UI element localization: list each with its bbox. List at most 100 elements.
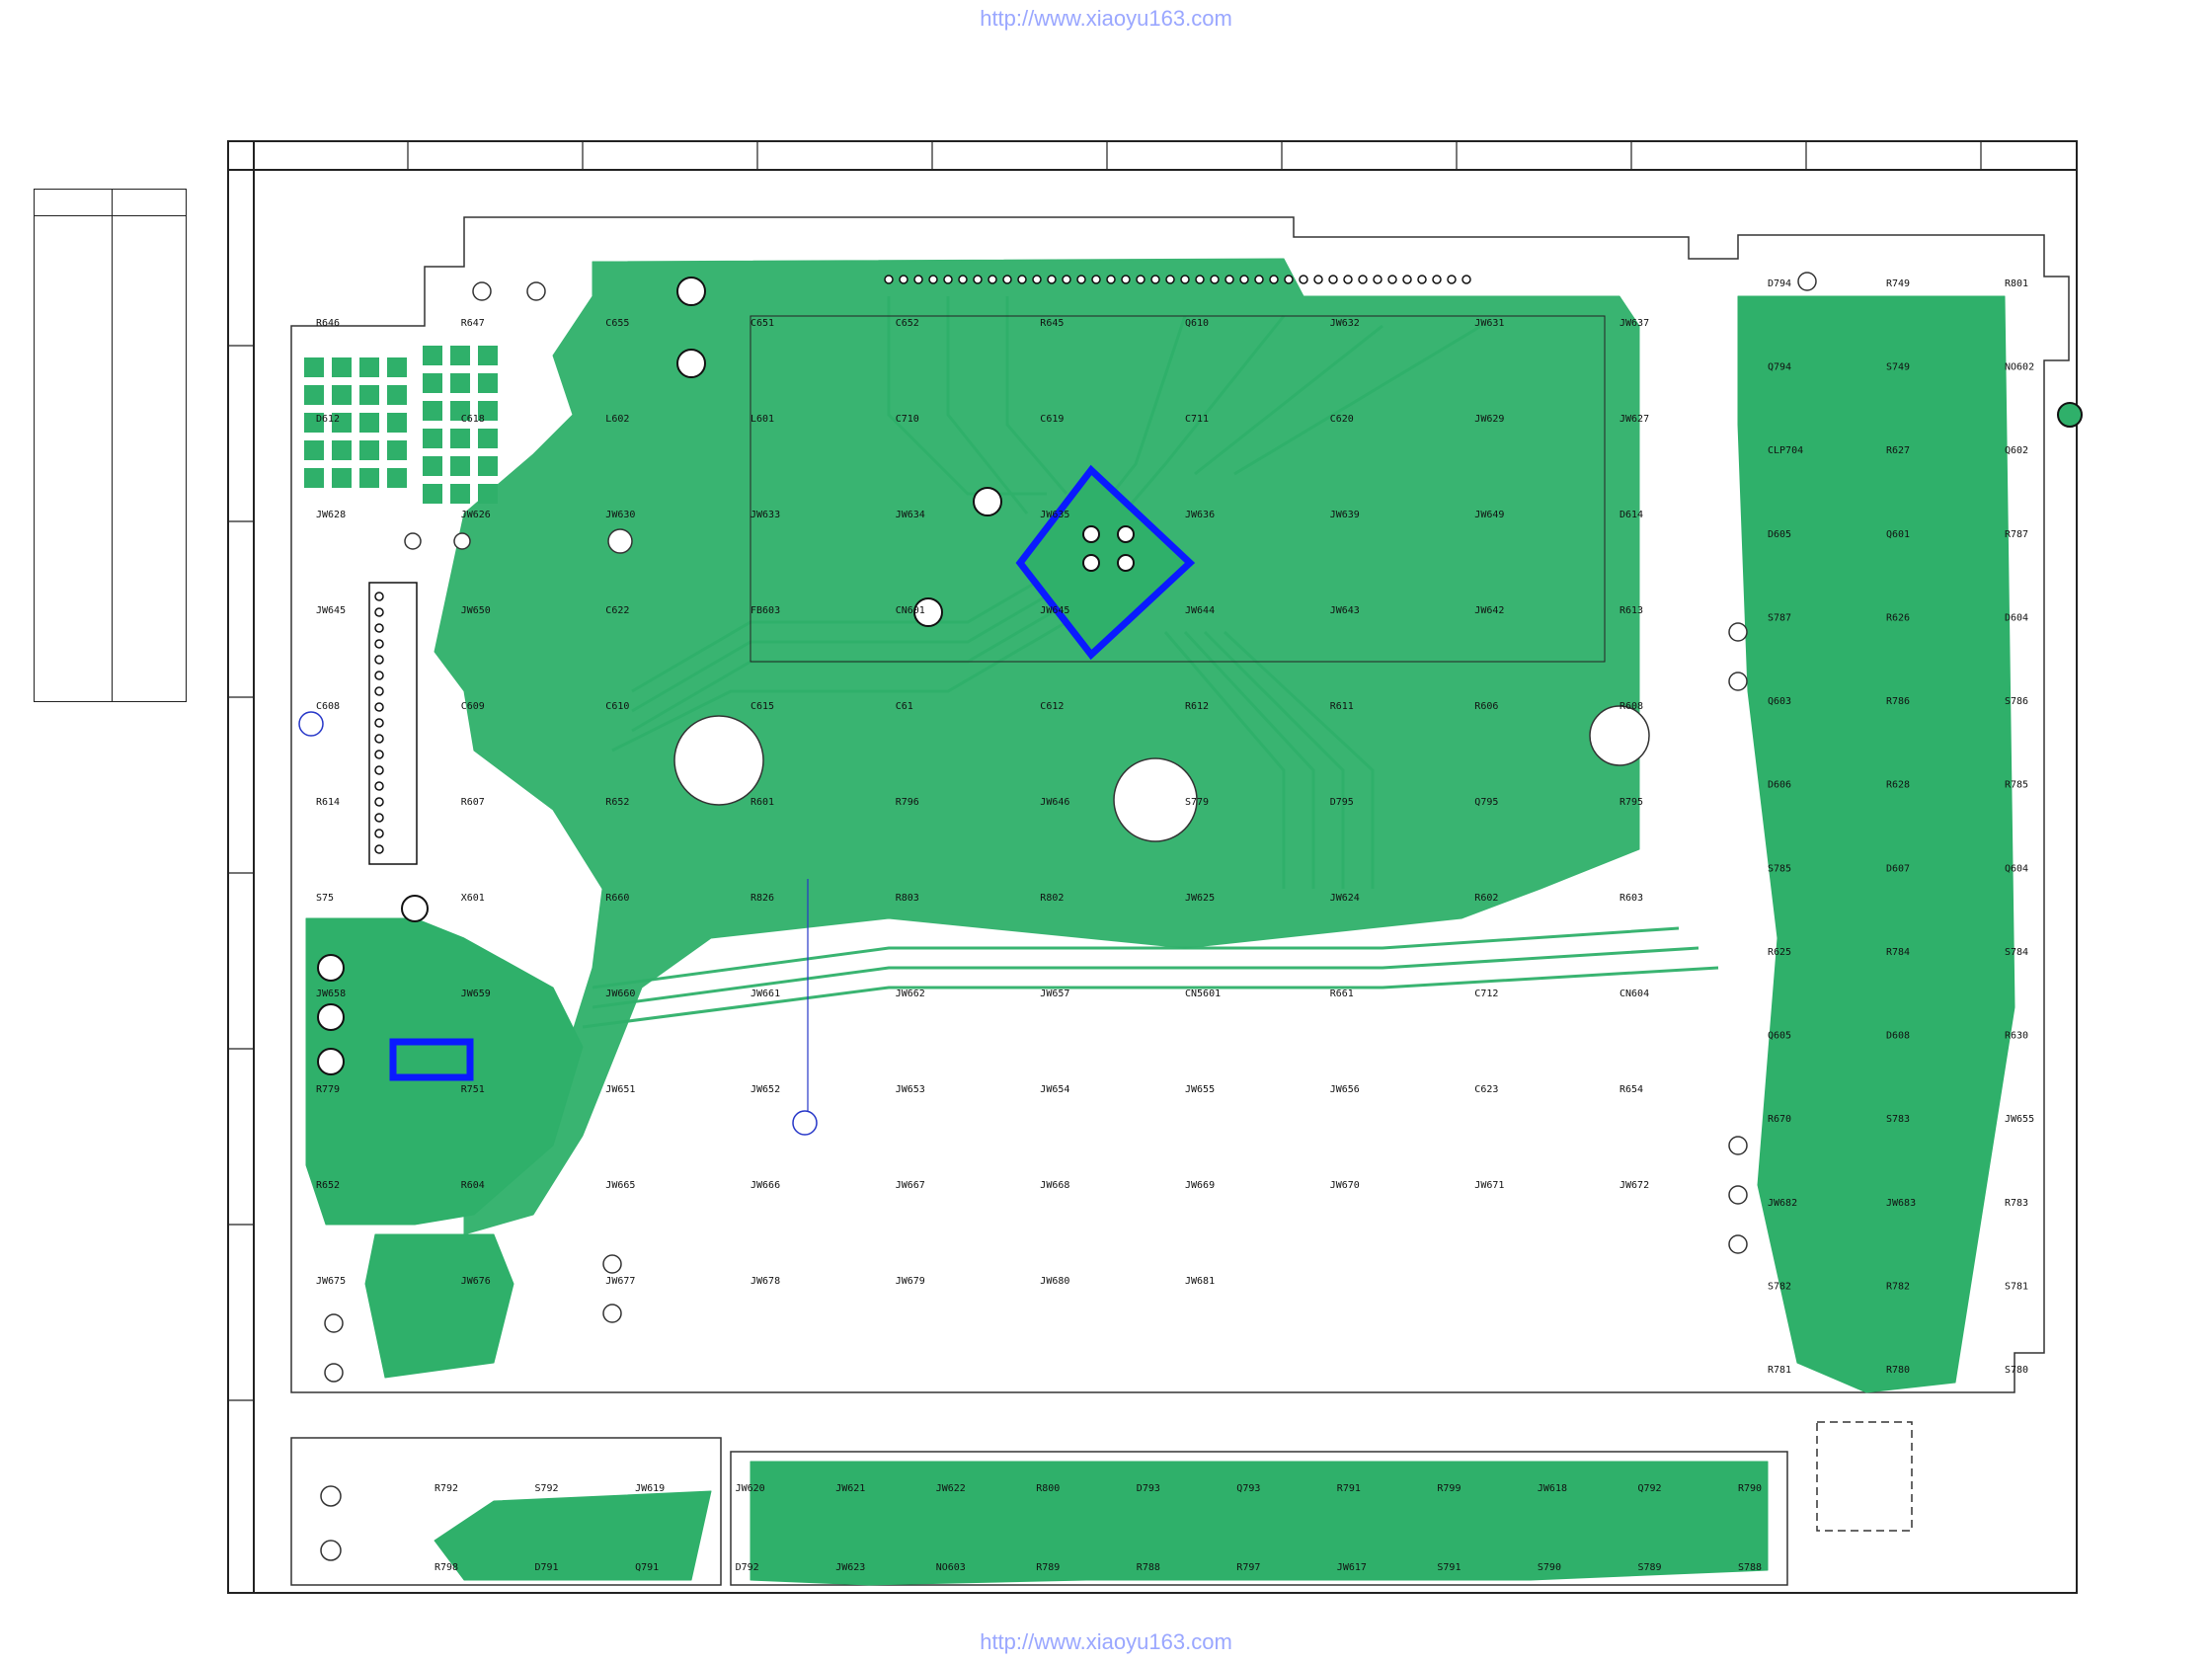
component-label: R661 <box>1330 989 1354 999</box>
component-label: JW651 <box>605 1084 635 1095</box>
component-label: D605 <box>1768 529 1791 540</box>
component-label: Q793 <box>1236 1483 1260 1494</box>
component-label: FB603 <box>750 605 780 616</box>
component-label: JW655 <box>2005 1114 2034 1125</box>
component-label: R611 <box>1330 701 1354 712</box>
component-label: S787 <box>1768 613 1791 624</box>
component-label: S781 <box>2005 1281 2028 1292</box>
component-label: R789 <box>1036 1562 1060 1573</box>
component-label: D792 <box>736 1562 759 1573</box>
component-label: R608 <box>1620 701 1643 712</box>
component-label: S784 <box>2005 947 2028 958</box>
component-label: JW645 <box>1040 605 1069 616</box>
component-label: R798 <box>434 1562 458 1573</box>
component-label: JW678 <box>750 1276 780 1287</box>
component-label: R660 <box>605 893 629 904</box>
component-label: D794 <box>1768 278 1791 289</box>
component-label: JW636 <box>1185 510 1215 520</box>
component-label: C652 <box>896 318 919 329</box>
component-label: R784 <box>1886 947 1910 958</box>
component-label: JW622 <box>936 1483 966 1494</box>
component-label: JW633 <box>750 510 780 520</box>
component-label: JW682 <box>1768 1198 1797 1209</box>
component-label: R786 <box>1886 696 1910 707</box>
component-label: JW637 <box>1620 318 1649 329</box>
component-label: R647 <box>461 318 485 329</box>
header-url[interactable]: http://www.xiaoyu163.com <box>980 6 1232 31</box>
component-label: R627 <box>1886 445 1910 456</box>
component-label: X601 <box>461 893 485 904</box>
component-label: R826 <box>750 893 774 904</box>
component-label: R670 <box>1768 1114 1791 1125</box>
component-label: JW642 <box>1474 605 1504 616</box>
component-label: C610 <box>605 701 629 712</box>
component-label: C61 <box>896 701 913 712</box>
component-label: JW639 <box>1330 510 1360 520</box>
component-label: R601 <box>750 797 774 808</box>
component-label: JW667 <box>896 1180 925 1191</box>
component-label: R652 <box>316 1180 340 1191</box>
component-label: JW627 <box>1620 414 1649 425</box>
component-label: S780 <box>2005 1365 2028 1376</box>
component-label: JW649 <box>1474 510 1504 520</box>
component-label: R603 <box>1620 893 1643 904</box>
main-ic-outline <box>750 315 1606 663</box>
component-label: CLP704 <box>1768 445 1803 456</box>
component-label: C609 <box>461 701 485 712</box>
component-label: Q601 <box>1886 529 1910 540</box>
connector-pins <box>374 275 1471 854</box>
component-label: R614 <box>316 797 340 808</box>
component-label: JW618 <box>1538 1483 1567 1494</box>
component-label: JW650 <box>461 605 491 616</box>
component-label: C620 <box>1330 414 1354 425</box>
component-label: R797 <box>1236 1562 1260 1573</box>
component-label: JW652 <box>750 1084 780 1095</box>
component-label: R604 <box>461 1180 485 1191</box>
component-label: C615 <box>750 701 774 712</box>
component-label: JW675 <box>316 1276 346 1287</box>
component-label: R803 <box>896 893 919 904</box>
component-label: R799 <box>1437 1483 1461 1494</box>
component-label: D795 <box>1330 797 1354 808</box>
component-label: S792 <box>535 1483 559 1494</box>
drawing-frame <box>227 140 2078 1594</box>
component-label: C655 <box>605 318 629 329</box>
component-label: S791 <box>1437 1562 1461 1573</box>
component-label: JW665 <box>605 1180 635 1191</box>
component-label: CN5601 <box>1185 989 1221 999</box>
component-label: JW634 <box>896 510 925 520</box>
component-label: R780 <box>1886 1365 1910 1376</box>
component-label: R782 <box>1886 1281 1910 1292</box>
cn601-connector-outline <box>368 582 418 865</box>
component-label: JW659 <box>461 989 491 999</box>
component-label: R800 <box>1036 1483 1060 1494</box>
component-label: C712 <box>1474 989 1498 999</box>
component-label: JW679 <box>896 1276 925 1287</box>
component-label: C612 <box>1040 701 1064 712</box>
component-label: Q604 <box>2005 863 2028 874</box>
component-label: JW631 <box>1474 318 1504 329</box>
component-label: JW660 <box>605 989 635 999</box>
component-label: S788 <box>1738 1562 1762 1573</box>
component-label: R787 <box>2005 529 2028 540</box>
component-label: R792 <box>434 1483 458 1494</box>
footer-url[interactable]: http://www.xiaoyu163.com <box>980 1629 1232 1654</box>
component-label: C608 <box>316 701 340 712</box>
component-label: S749 <box>1886 362 1910 373</box>
component-label: JW620 <box>736 1483 765 1494</box>
component-label: S790 <box>1538 1562 1561 1573</box>
component-label: JW657 <box>1040 989 1069 999</box>
component-label: JW670 <box>1330 1180 1360 1191</box>
component-label: JW656 <box>1330 1084 1360 1095</box>
component-label: R802 <box>1040 893 1064 904</box>
component-label: JW625 <box>1185 893 1215 904</box>
component-label: D608 <box>1886 1031 1910 1042</box>
component-label: R630 <box>2005 1031 2028 1042</box>
component-label: JW624 <box>1330 893 1360 904</box>
component-label: JW628 <box>316 510 346 520</box>
component-label: C618 <box>461 414 485 425</box>
component-label: D793 <box>1137 1483 1160 1494</box>
component-label: JW677 <box>605 1276 635 1287</box>
component-label: R801 <box>2005 278 2028 289</box>
